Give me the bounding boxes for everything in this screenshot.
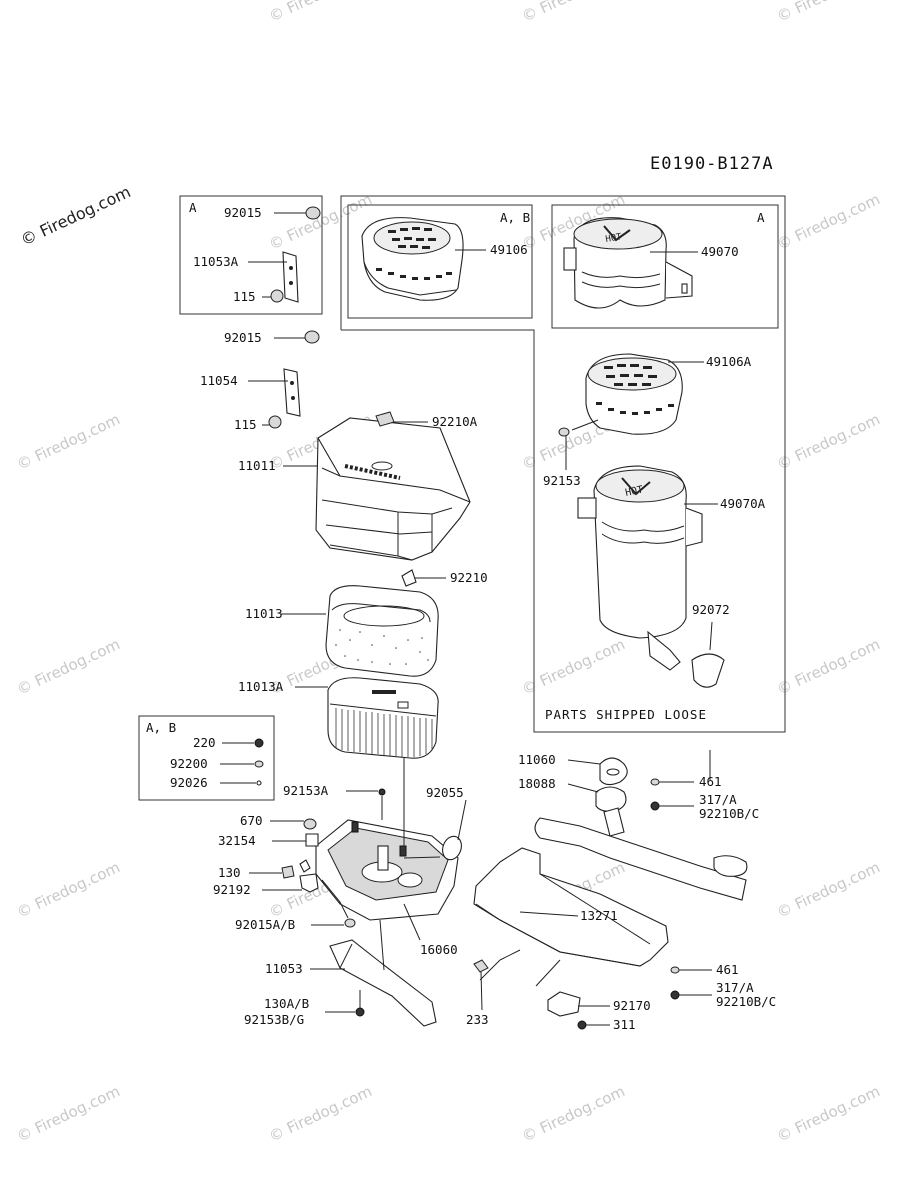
label-11053: 11053 <box>265 961 303 976</box>
watermark: © Firedog.com <box>774 635 883 698</box>
label-317a-a: 317/A <box>699 792 737 807</box>
box-ab-top-title: A, B <box>500 210 530 225</box>
watermark: © Firedog.com <box>519 635 628 698</box>
loose-parts-note: PARTS SHIPPED LOOSE <box>545 707 707 722</box>
label-92015: 92015 <box>224 205 262 220</box>
label-233: 233 <box>466 1012 489 1027</box>
label-32154: 32154 <box>218 833 256 848</box>
watermark: © Firedog.com <box>774 190 883 253</box>
box-ab-left <box>138 715 275 801</box>
box-ab-top <box>347 204 533 319</box>
label-92170: 92170 <box>613 998 651 1013</box>
label-92200: 92200 <box>170 756 208 771</box>
loose-parts-box <box>340 195 786 733</box>
label-311: 311 <box>613 1017 636 1032</box>
label-220: 220 <box>193 735 216 750</box>
bracket-group-11054: 92015 11054 115 <box>200 330 320 432</box>
label-11011: 11011 <box>238 458 276 473</box>
watermark: © Firedog.com <box>14 410 123 473</box>
exhaust-hardware: 11060 18088 461 317/A 92210B/C 461 317/A… <box>466 752 776 1032</box>
label-92015ab: 92015A/B <box>235 917 295 932</box>
muffler-49070: HOT 49070 <box>563 217 739 309</box>
bolt-115 <box>270 289 284 303</box>
label-11060: 11060 <box>518 752 556 767</box>
label-49106: 49106 <box>490 242 528 257</box>
svg-text:HOT: HOT <box>605 232 623 245</box>
pre-cleaner-11013: 92210 11013 <box>245 569 488 677</box>
muffler-guard-49106: 49106 <box>361 217 528 301</box>
label-49106a: 49106A <box>706 354 752 369</box>
label-461-b: 461 <box>716 962 739 977</box>
label-92153bg: 92153B/G <box>244 1012 304 1027</box>
muffler-guard-49106a: 49106A 92153 <box>543 353 752 488</box>
label-16060: 16060 <box>420 942 458 957</box>
watermark: © Firedog.com <box>774 1082 883 1145</box>
label-461-a: 461 <box>699 774 722 789</box>
watermark: © Firedog.com <box>14 635 123 698</box>
box-a-top-right-title: A <box>757 210 765 225</box>
label-130ab: 130A/B <box>264 996 309 1011</box>
watermark: © Firedog.com <box>519 1082 628 1145</box>
watermark: © Firedog.com <box>774 0 883 26</box>
svg-text:HOT: HOT <box>624 484 644 499</box>
label-92015-b: 92015 <box>224 330 262 345</box>
watermark: © Firedog.com <box>774 858 883 921</box>
watermark: © Firedog.com <box>14 858 123 921</box>
watermark: © Firedog.com <box>774 410 883 473</box>
bracket-11053: 11053 130A/B 92153B/G <box>244 919 437 1027</box>
air-filter-11013a: 11013A <box>238 677 439 759</box>
air-cleaner-cover-11011: 92210A 11011 <box>238 411 478 561</box>
label-92153a: 92153A <box>283 783 329 798</box>
label-92026: 92026 <box>170 775 208 790</box>
box-ab-left-parts: 220 92200 92026 <box>170 735 264 790</box>
air-cleaner-base-16060: 92153A 92055 16060 670 32154 130 92192 9… <box>213 758 467 957</box>
label-92210: 92210 <box>450 570 488 585</box>
label-11053a: 11053A <box>193 254 239 269</box>
label-13271: 13271 <box>580 908 618 923</box>
diagram-code: E0190-B127A <box>650 154 774 174</box>
label-115-b: 115 <box>234 417 257 432</box>
label-92072: 92072 <box>692 602 730 617</box>
label-92192: 92192 <box>213 882 251 897</box>
watermark: © Firedog.com <box>18 182 134 250</box>
watermark: © Firedog.com <box>14 1082 123 1145</box>
box-a-top-left-parts: 92015 11053A 115 <box>193 205 321 304</box>
box-a-top-right <box>551 204 779 329</box>
muffler-49070a: HOT 49070A 92072 <box>577 465 766 688</box>
nut-92015 <box>305 206 321 220</box>
watermark: © Firedog.com <box>266 1082 375 1145</box>
watermark: © Firedog.com <box>266 190 375 253</box>
watermark: © Firedog.com <box>266 0 375 26</box>
bracket-11053a <box>282 251 299 303</box>
label-92210bc-a: 92210B/C <box>699 806 759 821</box>
label-49070: 49070 <box>701 244 739 259</box>
label-670: 670 <box>240 813 263 828</box>
label-115: 115 <box>233 289 256 304</box>
label-11013a: 11013A <box>238 679 284 694</box>
label-317a-b: 317/A <box>716 980 754 995</box>
label-130: 130 <box>218 865 241 880</box>
label-92153: 92153 <box>543 473 581 488</box>
label-92210bc-b: 92210B/C <box>716 994 776 1009</box>
box-a-top-left-title: A <box>189 200 197 215</box>
label-11013: 11013 <box>245 606 283 621</box>
label-49070a: 49070A <box>720 496 766 511</box>
label-11054: 11054 <box>200 373 238 388</box>
box-a-top-left <box>179 195 323 315</box>
label-18088: 18088 <box>518 776 556 791</box>
watermark: © Firedog.com <box>519 0 628 26</box>
label-92055: 92055 <box>426 785 464 800</box>
label-92210a: 92210A <box>432 414 478 429</box>
exhaust-pipe-13271: 13271 <box>473 750 748 987</box>
box-ab-left-title: A, B <box>146 720 176 735</box>
